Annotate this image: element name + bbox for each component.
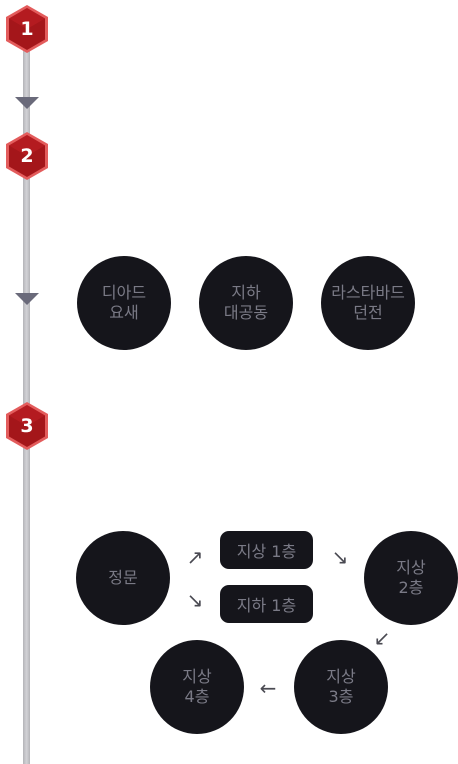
place-label-line2: 4층 [184, 687, 210, 706]
place-label-line2: 3층 [328, 687, 354, 706]
hexagon-icon [6, 132, 48, 180]
place-label-line1: 라스타바드 [331, 283, 405, 302]
place-ground-4f[interactable]: 지상 4층 [150, 640, 244, 734]
arrow-down-icon [15, 293, 39, 305]
place-lastabad-dungeon[interactable]: 라스타바드 던전 [321, 256, 415, 350]
place-label-line1: 지상 [396, 558, 426, 577]
place-label-line1: 디아드 [101, 283, 147, 302]
place-underground-cavern[interactable]: 지하 대공동 [199, 256, 293, 350]
step-badge-1: 1 [4, 4, 50, 54]
step-badge-3: 3 [4, 401, 50, 451]
place-label-line1: 지하 [231, 283, 261, 302]
place-label: 정문 [108, 568, 138, 587]
arrow-up-right-icon: ↗ [186, 545, 204, 569]
step-number: 3 [20, 415, 34, 437]
place-label-line2: 2층 [398, 578, 424, 597]
place-diad-fortress[interactable]: 디아드 요새 [77, 256, 171, 350]
arrow-down-right-icon: ↘ [186, 588, 204, 612]
arrow-down-right-icon: ↘ [331, 545, 349, 569]
arrow-down-icon [15, 97, 39, 109]
option-basement-1f[interactable]: 지하 1층 [220, 585, 313, 623]
place-main-gate[interactable]: 정문 [76, 531, 170, 625]
place-label-line1: 지상 [326, 667, 356, 686]
place-label-line2: 요새 [109, 303, 139, 322]
step-number: 2 [20, 145, 34, 167]
place-label-line2: 대공동 [223, 303, 269, 322]
step-number: 1 [20, 18, 34, 40]
place-label-line1: 지상 [182, 667, 212, 686]
arrow-left-icon: ← [259, 676, 277, 700]
place-ground-3f[interactable]: 지상 3층 [294, 640, 388, 734]
step-badge-2: 2 [4, 131, 50, 181]
arrow-down-left-icon: ↙ [373, 626, 391, 650]
place-label-line2: 던전 [353, 303, 383, 322]
option-ground-1f[interactable]: 지상 1층 [220, 531, 313, 569]
hexagon-icon [6, 5, 48, 53]
hexagon-icon [6, 402, 48, 450]
place-ground-2f[interactable]: 지상 2층 [364, 531, 458, 625]
